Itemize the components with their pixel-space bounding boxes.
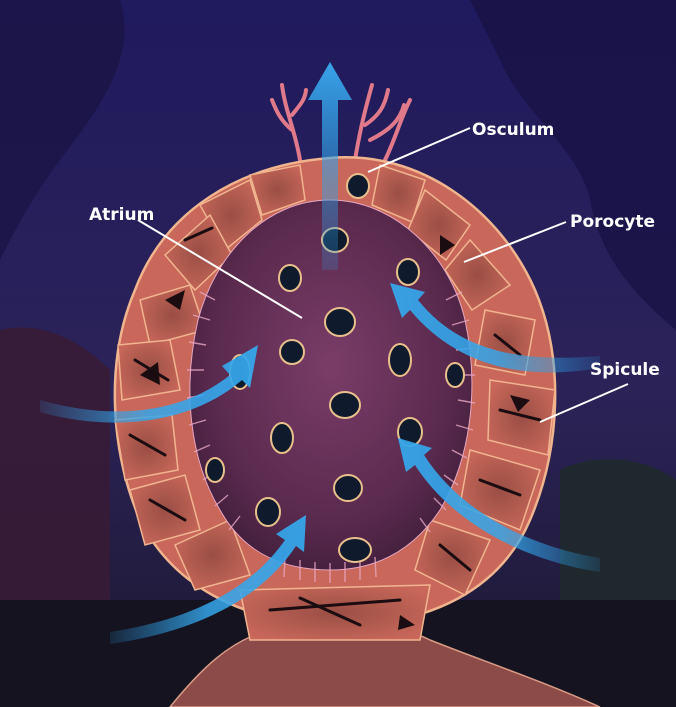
pore: [256, 498, 280, 526]
pore: [339, 538, 371, 562]
pore: [279, 265, 301, 291]
pore: [206, 458, 224, 482]
spicule-label: Spicule: [590, 360, 660, 380]
pore: [330, 392, 360, 418]
pore: [446, 363, 464, 387]
pore: [271, 423, 293, 453]
wall-cell: [115, 415, 178, 480]
pore: [397, 259, 419, 285]
porocyte-label: Porocyte: [570, 212, 655, 232]
atrium-label: Atrium: [89, 205, 154, 225]
osculum-label: Osculum: [472, 120, 554, 140]
pore: [325, 308, 355, 336]
pore: [347, 174, 369, 198]
pore: [389, 344, 411, 376]
pore: [280, 340, 304, 364]
coral-silhouette: [0, 327, 110, 640]
pore: [334, 475, 362, 501]
